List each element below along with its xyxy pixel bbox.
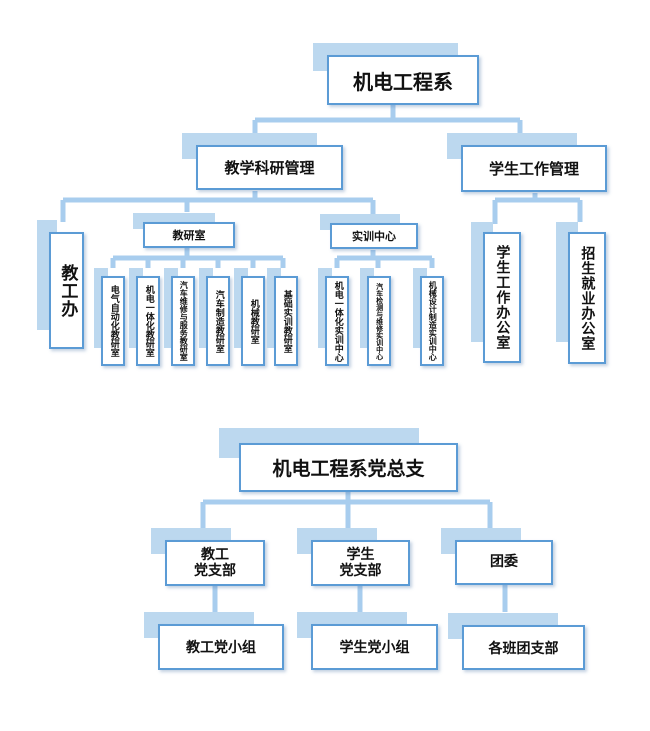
student-mgmt-node: 学生工作管理 — [447, 133, 607, 192]
office-label: 教工办 — [57, 263, 78, 318]
teaching-mgmt-label: 教学科研管理 — [224, 159, 315, 177]
connector-party-groups — [212, 585, 508, 612]
training-item-label: 汽车检测与维修实训中心 — [375, 282, 384, 360]
research-item: 基础实训教研室 — [267, 268, 298, 366]
teaching-mgmt-node: 教学科研管理 — [182, 133, 343, 190]
research-item: 电气自动化教研室 — [94, 268, 125, 366]
party-group-label: 各班团支部 — [488, 640, 559, 657]
training-item-label: 机电一体化实训中心 — [332, 280, 343, 362]
office-node: 教工办 — [37, 220, 84, 349]
training-item-label: 机械设计制造实训中心 — [428, 281, 438, 361]
party-group-node: 教工党小组 — [144, 612, 284, 670]
party-branch-label: 教工 党支部 — [194, 546, 236, 579]
connector-student-level3 — [492, 193, 583, 224]
training-center-label: 实训中心 — [352, 230, 396, 243]
research-item-label: 机械教研室 — [248, 298, 259, 344]
admission-office-label: 招生就业办公室 — [579, 245, 596, 351]
training-item: 机电一体化实训中心 — [318, 268, 349, 366]
research-item-label: 机电一体化教研室 — [143, 285, 154, 357]
party-branch-node: 学生 党支部 — [297, 528, 410, 586]
party-root-node: 机电工程系党总支 — [219, 428, 458, 492]
research-item-label: 基础实训教研室 — [281, 289, 292, 353]
party-group-node: 学生党小组 — [297, 612, 438, 670]
research-item-label: 汽车维修与服务教研室 — [179, 281, 189, 361]
training-item: 机械设计制造实训中心 — [413, 268, 444, 366]
party-branch-node: 团委 — [441, 528, 553, 585]
training-center-node: 实训中心 — [320, 214, 418, 249]
research-group-node: 教研室 — [133, 213, 235, 248]
connector-party-branches — [200, 492, 493, 530]
training-item: 汽车检测与维修实训中心 — [360, 268, 391, 366]
connector-teaching-level3 — [60, 191, 376, 222]
party-group-node: 各班团支部 — [448, 613, 585, 670]
research-item-label: 电气自动化教研室 — [108, 285, 119, 357]
connector-research-items — [110, 248, 286, 268]
admission-office-node: 招生就业办公室 — [556, 222, 606, 364]
student-office-node: 学生工作办公室 — [471, 222, 521, 363]
research-group-label: 教研室 — [172, 229, 206, 242]
research-item: 机电一体化教研室 — [129, 268, 160, 366]
root-label: 机电工程系 — [353, 69, 453, 94]
party-branch-label: 学生 党支部 — [339, 546, 382, 579]
research-item-label: 汽车制造教研室 — [213, 289, 224, 353]
party-group-label: 教工党小组 — [186, 640, 256, 656]
student-mgmt-label: 学生工作管理 — [488, 160, 579, 178]
research-item: 汽车维修与服务教研室 — [164, 268, 195, 366]
connector-root-level2 — [252, 104, 523, 140]
connector-training-items — [334, 250, 435, 268]
party-branch-label: 团委 — [490, 554, 518, 571]
party-root-label: 机电工程系党总支 — [272, 458, 425, 480]
party-branch-node: 教工 党支部 — [151, 528, 265, 586]
research-item: 机械教研室 — [234, 268, 265, 366]
party-group-label: 学生党小组 — [339, 640, 410, 656]
research-item: 汽车制造教研室 — [199, 268, 230, 366]
root-node: 机电工程系 — [313, 43, 479, 105]
student-office-label: 学生工作办公室 — [494, 245, 511, 350]
